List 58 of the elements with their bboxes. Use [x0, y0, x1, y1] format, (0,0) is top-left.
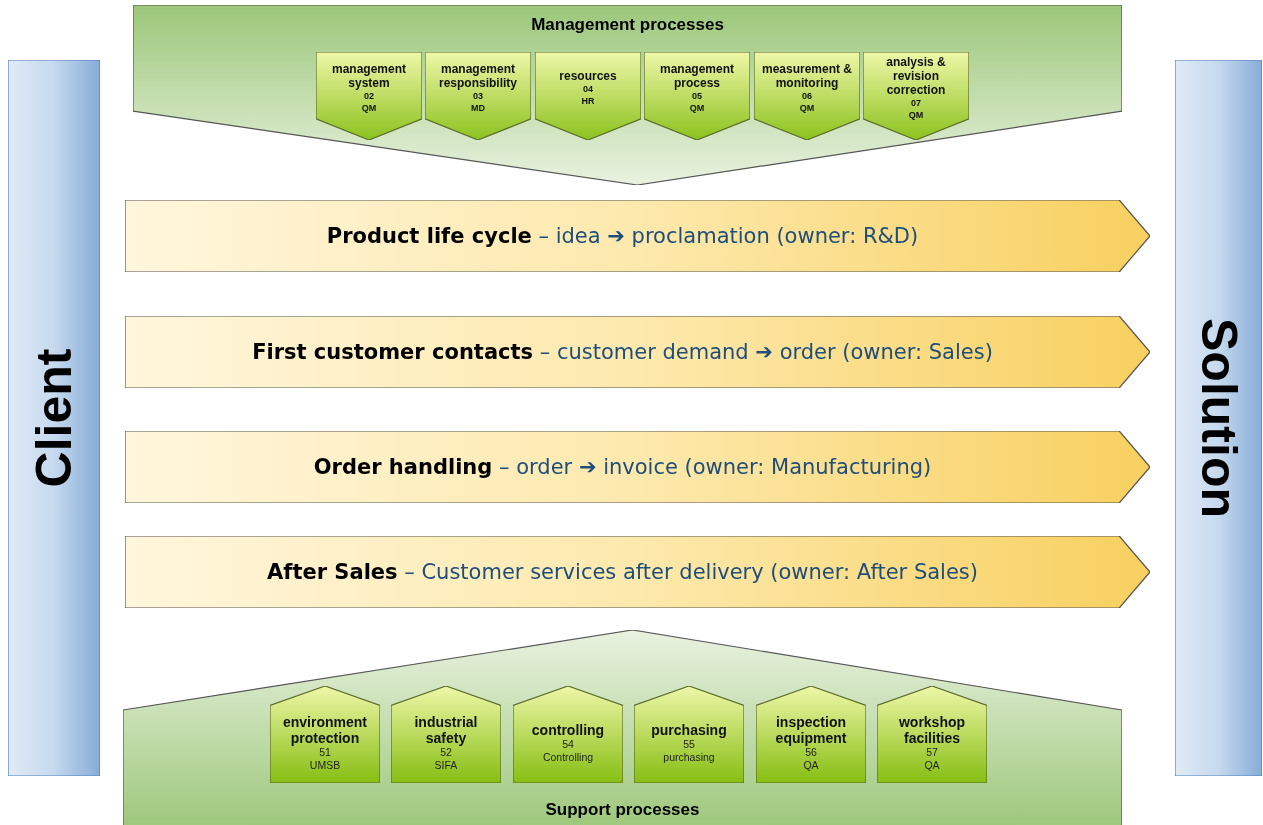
side-bar: [8, 60, 100, 776]
process-banner: [125, 316, 1150, 388]
process-banner: [125, 536, 1150, 608]
process-name: inspection equipment: [774, 713, 848, 746]
process-name: workshop facilities: [897, 713, 967, 746]
bar-label: Client: [25, 348, 83, 488]
arrow-text: Product life cycle – idea ➔ proclamation (owner: R&D): [326, 224, 919, 248]
process-banner: [125, 200, 1150, 272]
process-name: measurement & monitoring: [760, 62, 853, 90]
process-name: management responsibility: [438, 62, 518, 90]
process-box: [863, 52, 969, 140]
process-code: HR: [581, 95, 595, 107]
arrow-text: First customer contacts – customer demand ➔ order (owner: Sales): [252, 340, 993, 364]
process-code: MD: [471, 102, 485, 114]
arrow-text: Order handling – order ➔ invoice (owner: Manufacturing): [313, 455, 932, 479]
process-code: 04: [583, 83, 593, 95]
process-code: 06: [802, 90, 812, 102]
process-code: 52: [440, 745, 452, 759]
process-box: [754, 52, 860, 140]
process-name: industrial safety: [413, 713, 479, 746]
process-name: analysis & revision correction: [885, 55, 947, 97]
process-box: [316, 52, 422, 140]
process-name: environment protection: [282, 713, 368, 746]
process-code: Controlling: [542, 750, 594, 764]
band-heading: Management processes: [531, 15, 724, 35]
process-code: 56: [805, 745, 817, 759]
process-name: controlling: [531, 721, 605, 738]
process-box: [644, 52, 750, 140]
process-banner: [125, 431, 1150, 503]
process-code: 03: [473, 90, 483, 102]
process-code: UMSB: [309, 758, 341, 772]
process-code: QM: [908, 109, 924, 121]
process-code: 55: [683, 737, 695, 751]
process-code: QM: [689, 102, 705, 114]
process-code: QM: [361, 102, 377, 114]
process-box: [425, 52, 531, 140]
process-code: purchasing: [663, 750, 715, 764]
process-code: 07: [911, 97, 921, 109]
process-name: resources: [559, 69, 617, 83]
process-code: SIFA: [434, 758, 458, 772]
process-code: QA: [803, 758, 819, 772]
side-bar: [1175, 60, 1262, 776]
process-name: purchasing: [651, 721, 727, 738]
band-heading: Support processes: [545, 800, 700, 820]
process-band: [123, 630, 1122, 825]
process-code: 57: [926, 745, 938, 759]
process-code: QA: [924, 758, 940, 772]
process-box: [535, 52, 641, 140]
process-name: management system: [331, 62, 407, 90]
process-band: [133, 5, 1122, 185]
process-code: QM: [799, 102, 815, 114]
arrow-text: After Sales – Customer services after delivery (owner: After Sales): [267, 560, 978, 584]
bar-label: Solution: [1189, 318, 1248, 518]
process-code: 05: [692, 90, 702, 102]
process-code: 51: [319, 745, 331, 759]
process-name: management process: [659, 62, 735, 90]
process-code: 54: [562, 737, 574, 751]
process-code: 02: [364, 90, 374, 102]
